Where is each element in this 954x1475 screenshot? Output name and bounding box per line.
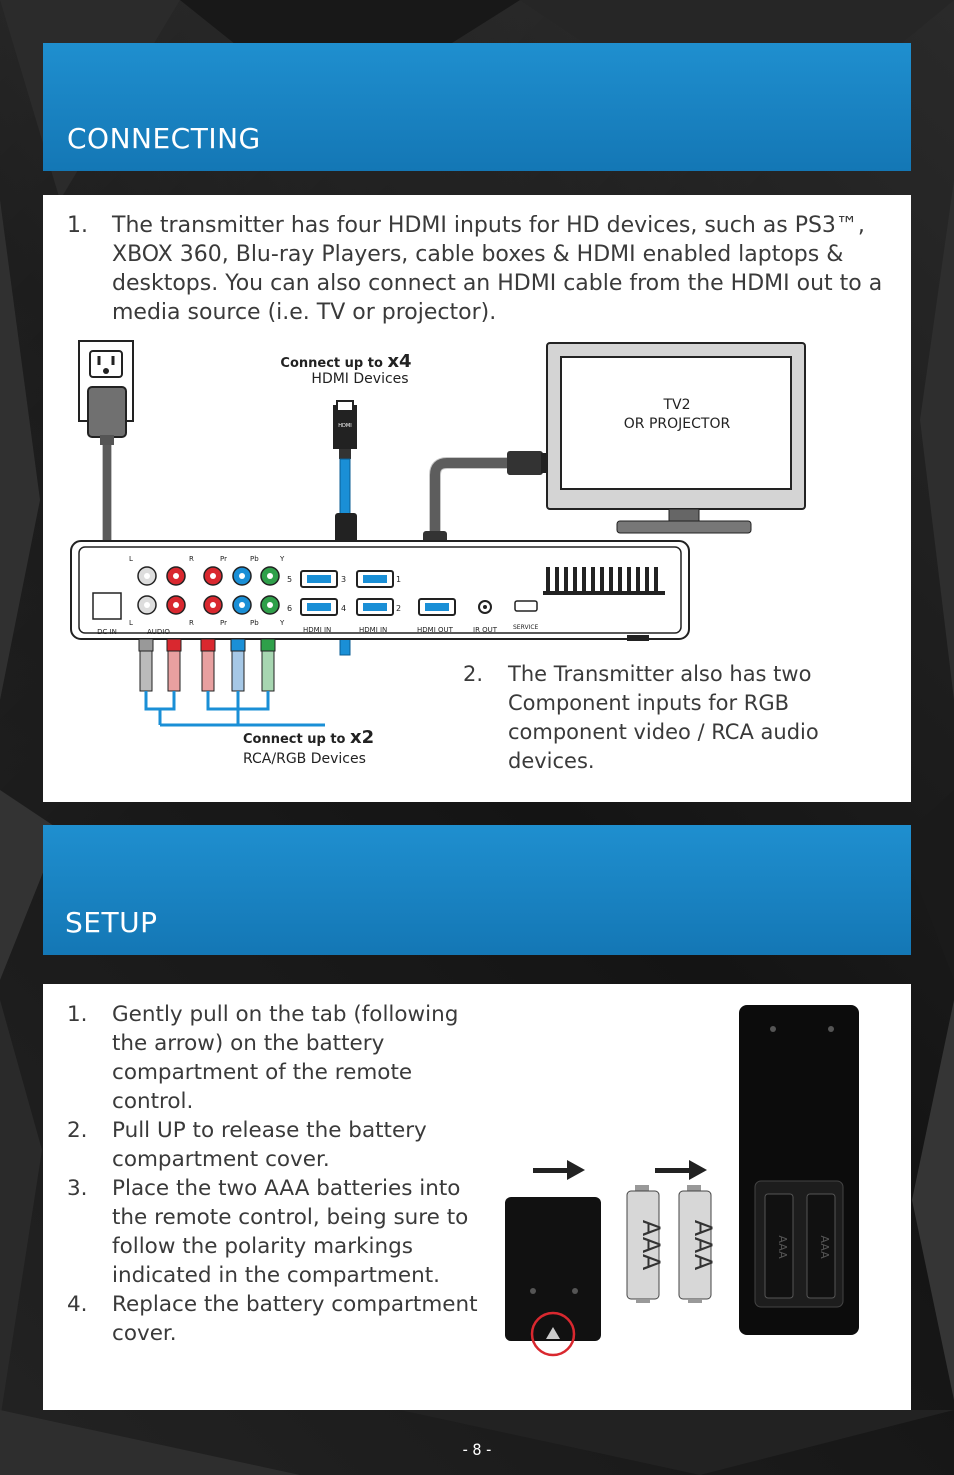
step-text: The transmitter has four HDMI inputs for… (112, 213, 883, 325)
step-number: 1. (67, 1002, 88, 1027)
svg-text:IR OUT: IR OUT (473, 626, 498, 634)
step-text: Gently pull on the tab (following the ar… (112, 1002, 459, 1114)
svg-text:SERVICE: SERVICE (513, 624, 539, 631)
setup-panel: 1. Gently pull on the tab (following the… (43, 984, 911, 1410)
connecting-banner: CONNECTING (43, 43, 911, 171)
svg-text:Pb: Pb (250, 555, 259, 563)
svg-text:R: R (189, 555, 194, 563)
tv-label-line1: TV2 (662, 397, 690, 413)
wall-outlet-icon (78, 340, 134, 445)
rca-cables (138, 638, 325, 727)
svg-text:AAA: AAA (637, 1220, 665, 1271)
svg-text:AAA: AAA (776, 1235, 789, 1259)
connecting-panel: 1. The transmitter has four HDMI inputs … (43, 195, 911, 802)
svg-text:AAA: AAA (689, 1220, 717, 1271)
aaa-battery-icon: AAA (678, 1185, 717, 1303)
setup-banner: SETUP (43, 825, 911, 955)
svg-text:3: 3 (341, 575, 346, 584)
rca-devices-label: RCA/RGB Devices (243, 751, 366, 767)
svg-text:HDMI: HDMI (338, 423, 351, 429)
step-number: 3. (67, 1176, 88, 1201)
hdmi-devices-label: HDMI Devices (311, 371, 408, 387)
connection-diagram: Connect up to x4 HDMI Devices HDMI HDMI (70, 340, 806, 767)
svg-text:Y: Y (279, 555, 285, 563)
setup-title: SETUP (65, 906, 158, 939)
svg-text:Pr: Pr (220, 555, 227, 563)
setup-steps: 1. Gently pull on the tab (following the… (67, 1000, 492, 1348)
connecting-step-1: 1. The transmitter has four HDMI inputs … (67, 211, 887, 327)
rca-connect-label: Connect up to x2 (243, 727, 374, 748)
setup-step-4: 4. Replace the battery compartment cover… (67, 1290, 492, 1348)
svg-text:AUDIO: AUDIO (147, 628, 170, 636)
svg-text:Pb: Pb (250, 619, 259, 627)
step-number: 2. (67, 1118, 88, 1143)
step-text: Replace the battery compartment cover. (112, 1292, 478, 1346)
arrow-right-icon (655, 1160, 707, 1180)
svg-text:Y: Y (279, 619, 285, 627)
transmitter-device (70, 540, 690, 641)
svg-text:6: 6 (287, 604, 292, 613)
svg-text:2: 2 (396, 604, 401, 613)
page-number: - 8 - (462, 1440, 492, 1459)
dc-in-port (92, 592, 122, 620)
step-number: 2. (463, 662, 484, 686)
arrow-right-icon (533, 1160, 585, 1180)
aaa-battery-icon: AAA (626, 1185, 665, 1303)
tv-projector-icon (546, 342, 806, 534)
vent-grille (543, 567, 665, 595)
svg-text:HDMI OUT: HDMI OUT (417, 626, 454, 634)
step-number: 1. (67, 213, 88, 238)
connecting-steps-top: 1. The transmitter has four HDMI inputs … (67, 211, 887, 327)
step-text: Place the two AAA batteries into the rem… (112, 1176, 469, 1288)
svg-text:Pr: Pr (220, 619, 227, 627)
setup-step-1: 1. Gently pull on the tab (following the… (67, 1000, 492, 1116)
svg-text:AAA: AAA (818, 1235, 831, 1259)
battery-diagram: AAA AAA AAA AAA (505, 1005, 859, 1357)
svg-text:4: 4 (341, 604, 346, 613)
output-ports: HDMI OUT IR OUT SERVICE (417, 598, 539, 634)
svg-text:5: 5 (287, 575, 292, 584)
setup-step-3: 3. Place the two AAA batteries into the … (67, 1174, 492, 1290)
remote-control-icon: AAA AAA (739, 1005, 859, 1335)
component-ports: L R Pr Pb Y L R Pr (129, 555, 285, 636)
svg-text:R: R (189, 619, 194, 627)
svg-text:1: 1 (396, 575, 401, 584)
step-text: The Transmitter also has two Component i… (508, 662, 819, 773)
connecting-steps-bottom: 2. The Transmitter also has two Componen… (463, 660, 883, 776)
dc-in-label: DC IN (97, 628, 117, 636)
svg-text:L: L (129, 619, 133, 627)
pull-tab-marker (530, 1311, 576, 1357)
svg-text:L: L (129, 555, 133, 563)
connecting-title: CONNECTING (67, 122, 261, 155)
step-text: Pull UP to release the battery compartme… (112, 1118, 427, 1172)
hdmi-connect-label: Connect up to x4 (280, 351, 411, 372)
setup-step-2: 2. Pull UP to release the battery compar… (67, 1116, 492, 1174)
svg-text:HDMI IN: HDMI IN (303, 626, 331, 634)
battery-cover-icon (505, 1197, 601, 1357)
connecting-step-2: 2. The Transmitter also has two Componen… (463, 660, 883, 776)
hdmi-in-ports: 5 3 1 6 4 2 HDMI IN HDMI IN (287, 570, 401, 634)
tv-label-line2: OR PROJECTOR (624, 416, 731, 432)
step-number: 4. (67, 1292, 88, 1317)
svg-text:HDMI IN: HDMI IN (359, 626, 387, 634)
